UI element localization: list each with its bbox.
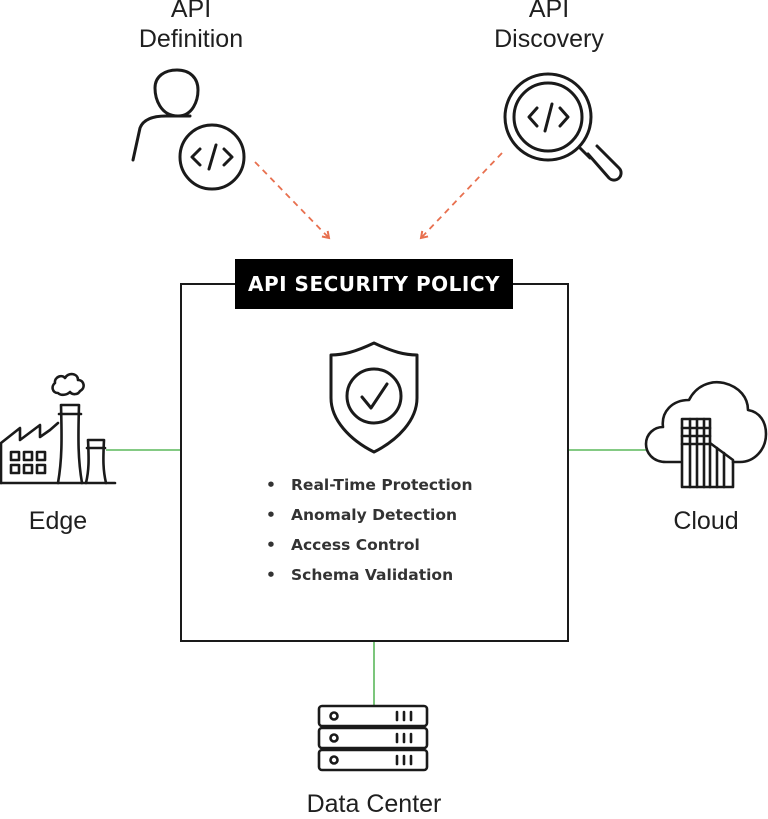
shield-check-icon bbox=[329, 341, 419, 454]
api-discovery-line1: API bbox=[528, 0, 570, 23]
policy-title: API SECURITY POLICY bbox=[235, 259, 513, 309]
feature-item: Real-Time Protection bbox=[266, 473, 473, 503]
factory-icon bbox=[0, 372, 117, 485]
api-definition-line1: API bbox=[170, 0, 212, 23]
api-discovery-label: API Discovery bbox=[478, 0, 620, 54]
magnifier-code-icon bbox=[503, 72, 623, 182]
cloud-label: Cloud bbox=[673, 507, 739, 535]
arrow-definition-to-policy bbox=[254, 161, 331, 240]
edge-label: Edge bbox=[28, 507, 88, 535]
feature-item: Anomaly Detection bbox=[266, 503, 473, 533]
server-rack-icon bbox=[317, 704, 429, 772]
person-code-icon bbox=[131, 68, 246, 191]
arrow-discovery-to-policy bbox=[419, 152, 503, 240]
policy-feature-list: Real-Time Protection Anomaly Detection A… bbox=[266, 473, 473, 593]
policy-title-text: API SECURITY POLICY bbox=[248, 272, 500, 296]
cloud-building-icon bbox=[644, 380, 768, 489]
feature-item: Schema Validation bbox=[266, 563, 473, 593]
api-definition-label: API Definition bbox=[120, 0, 262, 54]
api-definition-line2: Definition bbox=[138, 25, 244, 53]
api-discovery-line2: Discovery bbox=[494, 25, 604, 53]
feature-item: Access Control bbox=[266, 533, 473, 563]
data-center-label: Data Center bbox=[306, 790, 442, 818]
